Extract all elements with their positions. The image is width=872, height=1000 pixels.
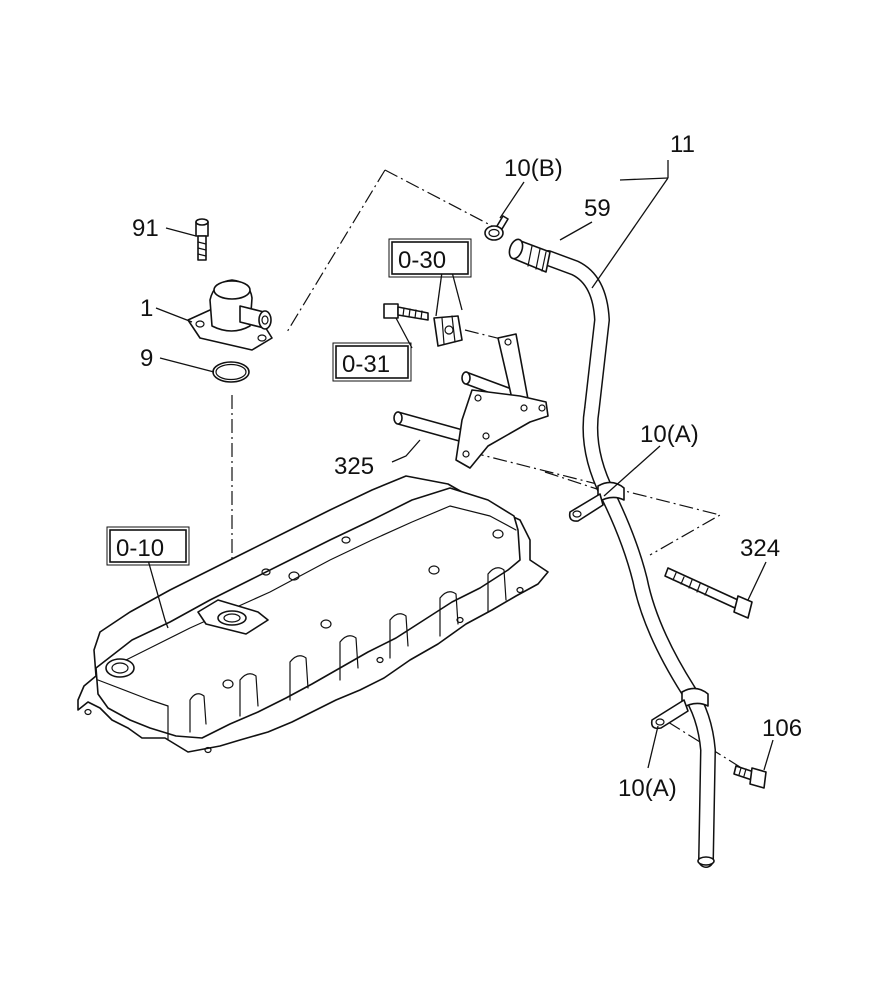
label-59: 59 [584, 195, 611, 222]
boxed-label-0-10-outer [106, 526, 190, 566]
pipe-clip-lower [650, 687, 709, 730]
hose-clip-10b [484, 215, 509, 241]
callout-labels: 91 1 9 10(B) 11 59 0-30 0-31 325 0-10 10… [106, 131, 802, 802]
breather-elbow [187, 279, 273, 351]
boxed-label-0-30-frame [391, 241, 469, 275]
o-ring-9 [212, 361, 250, 383]
label-325: 325 [334, 453, 374, 480]
label-324: 324 [740, 535, 780, 562]
label-11: 11 [670, 131, 695, 158]
label-0-10: 0-10 [116, 535, 164, 562]
label-9: 9 [140, 345, 153, 372]
boxed-label-0-30-outer [388, 238, 472, 278]
boxed-label-0-31-frame [335, 345, 409, 379]
label-10b: 10(B) [504, 155, 563, 182]
bolt-0-31 [383, 303, 429, 321]
boxed-label-0-10-frame [109, 529, 187, 563]
bracket-325 [393, 333, 549, 469]
label-91: 91 [132, 215, 159, 242]
bolt-106 [733, 765, 767, 789]
label-10a-upper: 10(A) [640, 421, 699, 448]
pipe-clip-upper [568, 481, 625, 522]
label-106: 106 [762, 715, 802, 742]
label-10a-lower: 10(A) [618, 775, 677, 802]
leader-lines [147, 160, 774, 771]
bolt-324 [664, 567, 753, 619]
label-0-31: 0-31 [342, 351, 390, 378]
head-cover [77, 475, 549, 754]
hose-end-fitting [508, 238, 551, 273]
boxed-label-0-31-outer [332, 342, 412, 382]
clamp-0-30 [433, 315, 463, 347]
breather-pipe [508, 238, 716, 868]
label-1: 1 [140, 295, 153, 322]
bolt-91 [195, 218, 209, 261]
label-0-30: 0-30 [398, 247, 446, 274]
